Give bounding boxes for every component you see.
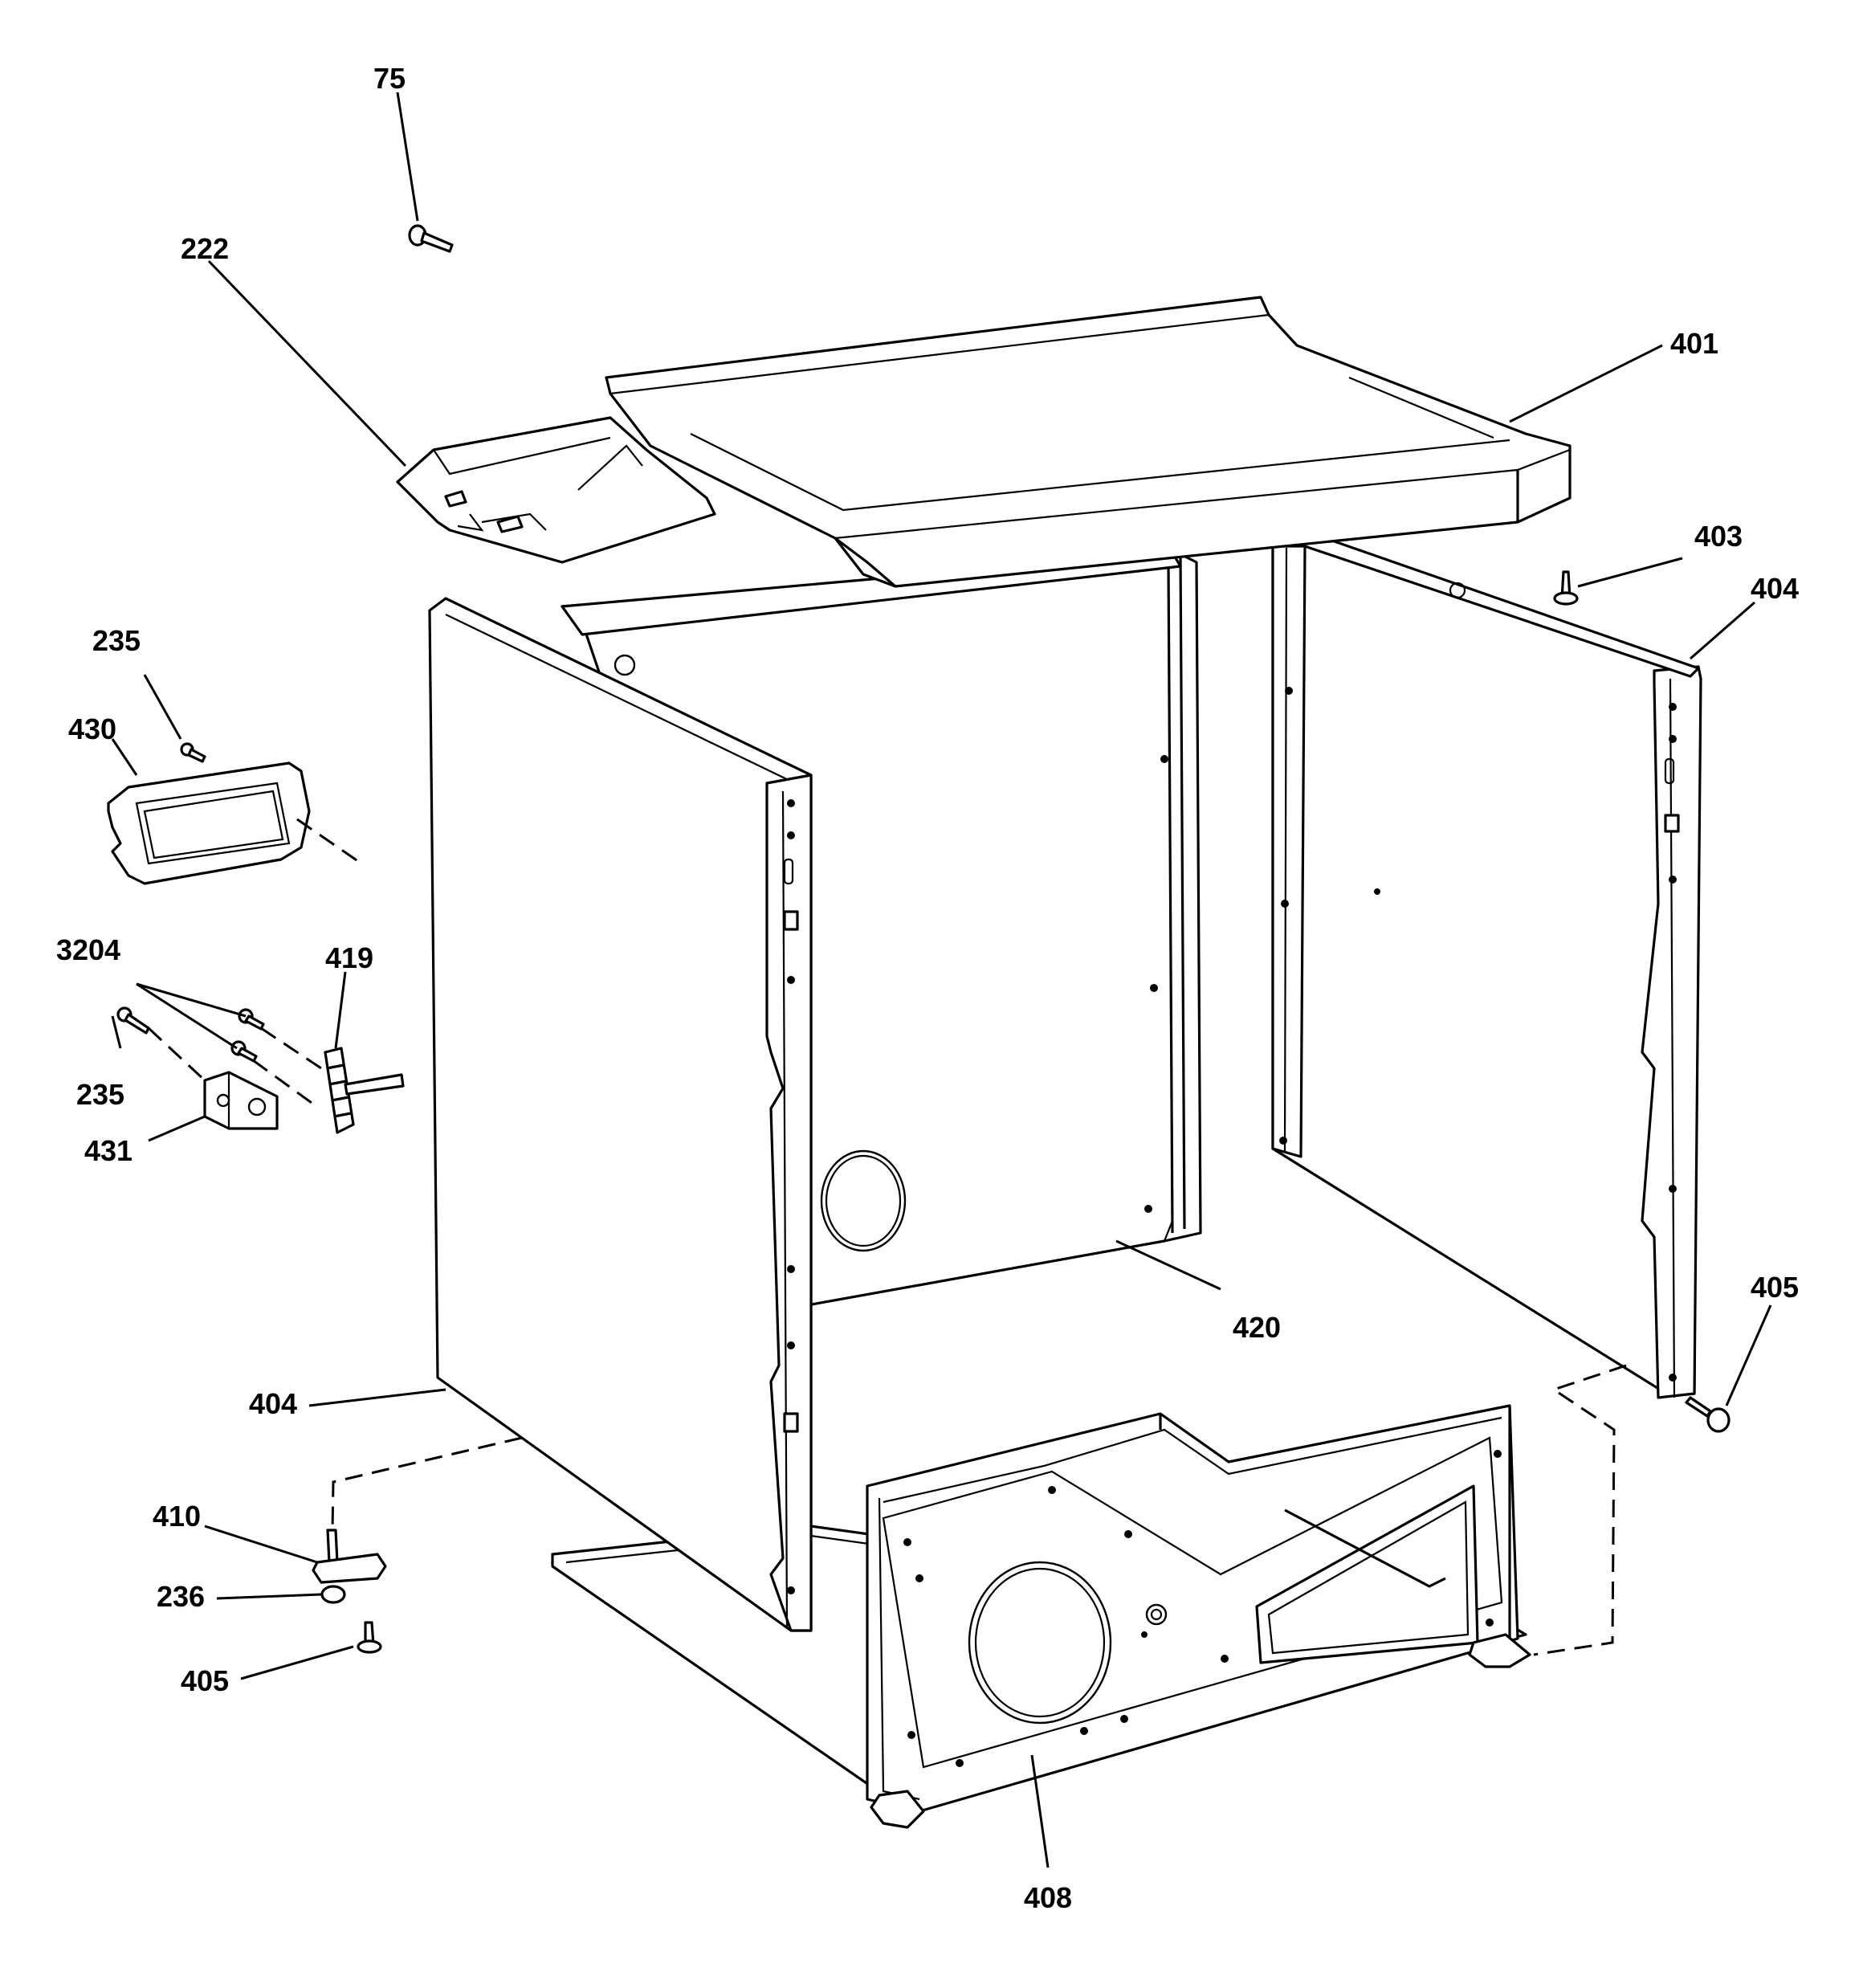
callout-labels: 75 222 401 403 404 235 430 3204 419 235 … [56,62,1799,1914]
callout-222: 222 [181,232,229,265]
part-405-screw-lower-left [357,1621,382,1654]
part-75-screw [408,224,454,253]
part-431-bracket [203,1071,279,1130]
callout-430: 430 [68,712,116,745]
assembly-guide-lines [147,818,1627,1656]
part-222-rear-top-bracket [396,416,716,564]
callout-420: 420 [1233,1311,1281,1344]
part-404-right-side-panel [1271,537,1702,1399]
callout-235-lower: 235 [76,1078,124,1111]
callout-404-right: 404 [1751,572,1799,605]
part-419-bracket [324,1047,405,1134]
callout-403: 403 [1694,520,1743,553]
callout-401: 401 [1670,327,1718,360]
part-235-screw-upper [180,742,206,763]
callout-410: 410 [153,1500,201,1533]
part-3204-screws [230,1008,265,1063]
leader-lines [111,92,1772,1868]
part-405-screw-right [1685,1396,1731,1433]
part-235-screw-lower [116,1006,150,1035]
callout-405-left: 405 [181,1664,229,1697]
callout-419: 419 [325,941,373,974]
callout-3204: 3204 [56,933,120,966]
callout-75: 75 [373,62,406,95]
part-410-leveling-leg [312,1529,387,1584]
part-236-foot-pad [320,1585,346,1604]
callout-431: 431 [84,1134,132,1167]
part-404-left-side-panel [428,597,813,1632]
part-430-bezel [107,761,311,885]
part-401-top-panel [605,296,1572,588]
part-403-screw [1553,570,1579,606]
callout-404-left: 404 [249,1387,297,1420]
callout-405-right: 405 [1751,1271,1799,1304]
callout-408: 408 [1024,1881,1072,1914]
callout-236: 236 [157,1580,205,1613]
callout-235-upper: 235 [92,624,141,657]
